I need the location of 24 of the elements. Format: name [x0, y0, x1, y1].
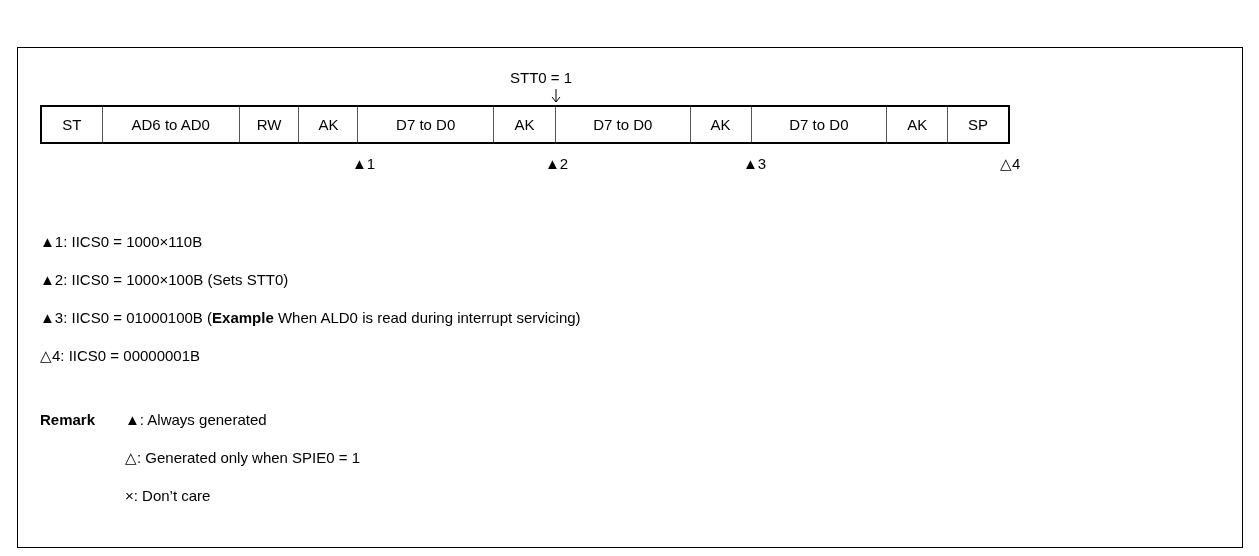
bit-field-cell: AD6 to AD0 — [102, 107, 240, 142]
remark-note: ×: Don’t care — [125, 487, 211, 505]
bit-field-cell: AK — [887, 107, 949, 142]
bit-field-cell: D7 to D0 — [358, 107, 495, 142]
timing-marker: △4 — [1000, 155, 1021, 173]
register-note: ▲1: IICS0 = 1000×110B — [40, 233, 203, 251]
timing-marker: ▲2 — [545, 155, 569, 173]
bit-field-cell: AK — [299, 107, 359, 142]
remark-heading: Remark — [40, 411, 96, 429]
bit-field-cell: ST — [42, 107, 103, 142]
bit-field-cell: SP — [948, 107, 1008, 142]
register-note: △4: IICS0 = 00000001B — [40, 347, 201, 365]
bit-field-cell: D7 to D0 — [555, 107, 691, 142]
signal-annotation: STT0 = 1 — [510, 69, 573, 87]
bit-field-cell: AK — [494, 107, 556, 142]
bit-field-cell: RW — [239, 107, 300, 142]
bit-field-cell: AK — [690, 107, 752, 142]
timing-marker: ▲3 — [743, 155, 767, 173]
remark-note: ▲: Always generated — [125, 411, 267, 429]
bit-field-cell: D7 to D0 — [751, 107, 888, 142]
timing-marker: ▲1 — [352, 155, 376, 173]
register-note: ▲3: IICS0 = 01000100B (Example When ALD0 is read during interrupt servicing) — [40, 309, 581, 327]
remark-note: △: Generated only when SPIE0 = 1 — [125, 449, 361, 467]
register-note: ▲2: IICS0 = 1000×100B (Sets STT0) — [40, 271, 289, 289]
